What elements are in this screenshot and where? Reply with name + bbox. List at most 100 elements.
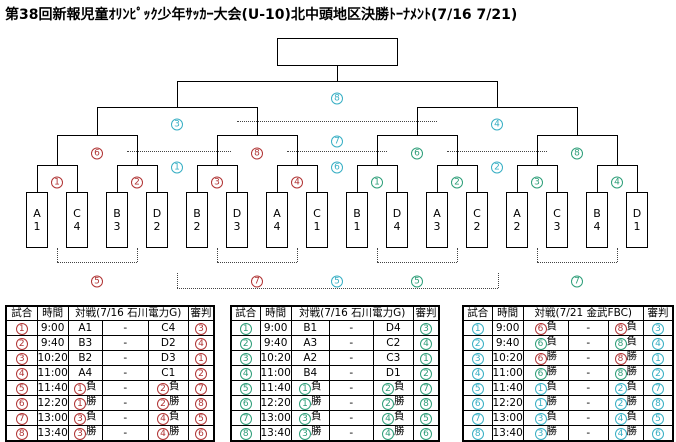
circled-number: 12:20 xyxy=(260,396,291,409)
circled-number: A4 xyxy=(78,366,93,379)
team-label-char: A xyxy=(33,207,41,220)
bracket-line xyxy=(437,165,477,166)
time-cell: 12:20 xyxy=(36,395,69,411)
circled-number: 3 xyxy=(534,413,547,425)
circled-number: 1 xyxy=(74,383,87,395)
bracket-line xyxy=(417,107,577,108)
team-label-char: 2 xyxy=(193,220,201,233)
circled-number: 勝 xyxy=(546,365,558,377)
time-cell: 9:40 xyxy=(491,335,524,351)
consolation-line xyxy=(447,151,547,152)
circled-number: 4 xyxy=(652,338,665,350)
circled-number: 2 xyxy=(491,161,503,174)
circled-number: 勝 xyxy=(169,425,180,437)
bracket-line xyxy=(97,107,98,135)
circled-number: 6 xyxy=(534,323,547,335)
circled-number: 1 xyxy=(171,161,183,174)
circled-number: 6 xyxy=(239,398,252,410)
team-label-char: 1 xyxy=(313,220,321,233)
team-label-char: 1 xyxy=(353,220,361,233)
away-cell: C2 xyxy=(372,335,414,351)
circled-number: 5 xyxy=(471,383,484,395)
circled-number: 4 xyxy=(611,176,623,189)
match-number-label: 4 xyxy=(491,110,503,131)
circled-number: 1 xyxy=(652,353,665,365)
circled-number: - xyxy=(586,366,591,379)
home-cell: B2 xyxy=(67,350,103,366)
team-label-char: 2 xyxy=(153,220,161,233)
circled-number: 負 xyxy=(626,380,638,392)
circled-number: 勝 xyxy=(394,395,405,407)
match-no-cell: 4 xyxy=(5,365,38,381)
circled-number: 4 xyxy=(382,428,395,440)
time-cell: 12:20 xyxy=(259,395,292,411)
match-no-cell: 5 xyxy=(5,380,38,396)
match-number-label: 3 xyxy=(211,168,223,189)
circled-number: 4 xyxy=(15,368,28,380)
time-cell: 13:00 xyxy=(36,410,69,426)
bracket-line xyxy=(57,135,58,165)
circled-number: 勝 xyxy=(86,425,97,437)
circled-number: B1 xyxy=(303,321,318,334)
circled-number: - xyxy=(586,321,591,334)
referee-cell: 1 xyxy=(187,350,215,366)
team-label-char: 4 xyxy=(273,220,281,233)
col-header-match: 試合 xyxy=(462,305,493,321)
team-label-char: 4 xyxy=(393,220,401,233)
header-row: 試合時間対戦(7/21 金武FBC)審判 xyxy=(462,305,674,321)
circled-number: - xyxy=(349,426,354,439)
circled-number: 8 xyxy=(251,147,263,160)
circled-number: D3 xyxy=(160,351,176,364)
match-no-cell: 2 xyxy=(5,335,38,351)
circled-number: 5 xyxy=(91,275,103,288)
circled-number: 1 xyxy=(195,353,208,365)
away-cell: D3 xyxy=(147,350,189,366)
bracket-line xyxy=(597,165,598,192)
bracket-line xyxy=(217,135,218,165)
time-cell: 13:00 xyxy=(259,410,292,426)
circled-number: 3 xyxy=(534,428,547,440)
match-no-cell: 3 xyxy=(462,350,493,366)
match-number-label: 3 xyxy=(531,168,543,189)
circled-number: B3 xyxy=(78,336,93,349)
time-cell: 11:40 xyxy=(259,380,292,396)
circled-number: 勝 xyxy=(546,350,558,362)
circled-number: 勝 xyxy=(86,395,97,407)
bracket-line xyxy=(117,165,157,166)
circled-number: 負 xyxy=(546,335,558,347)
referee-cell: 6 xyxy=(642,425,674,442)
referee-cell: 6 xyxy=(412,425,440,442)
circled-number: 10:20 xyxy=(37,351,68,364)
match-number-label: 3 xyxy=(171,110,183,131)
team-label-char: B xyxy=(113,207,121,220)
circled-number: 8 xyxy=(614,338,627,350)
match-no-cell: 7 xyxy=(462,410,493,426)
circled-number: - xyxy=(123,336,128,349)
circled-number: 9:40 xyxy=(40,336,65,349)
circled-number: 5 xyxy=(420,413,433,425)
circled-number: 3 xyxy=(211,176,223,189)
match-no-cell: 4 xyxy=(230,365,261,381)
bracket-line xyxy=(457,135,458,165)
bracket-line xyxy=(377,135,378,165)
referee-cell: 2 xyxy=(412,365,440,381)
circled-number: 勝 xyxy=(311,425,322,437)
bracket-line xyxy=(337,66,338,81)
